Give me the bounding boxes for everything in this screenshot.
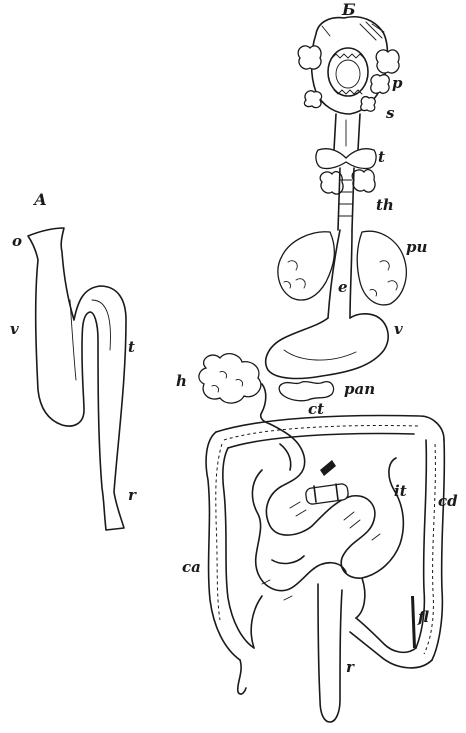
panel-b-label-v: v: [394, 320, 403, 338]
mouth-opening: [327, 47, 369, 97]
panel-b-label-p: p: [392, 74, 403, 92]
panel-a-label-v: v: [10, 320, 19, 338]
small-intestine: [251, 423, 405, 619]
panel-b-label-it: it: [394, 482, 407, 500]
stomach: [264, 313, 389, 380]
panel-b-label-e: e: [338, 278, 348, 296]
head-outline: [310, 16, 389, 115]
colon-ascending: [205, 431, 255, 661]
colon-descending: [415, 439, 446, 661]
caecum: [236, 659, 247, 695]
panel-b-label-pu: pu: [406, 238, 428, 256]
liver: [198, 352, 262, 404]
head-hatching: [321, 21, 385, 41]
panel-a-gut-fold: [69, 299, 111, 381]
panel-b-tract-drawing: [198, 16, 446, 723]
flexure: [349, 617, 433, 669]
panel-b-label-th: th: [376, 196, 394, 214]
trachea: [337, 167, 355, 231]
esophagus-lower: [327, 229, 353, 319]
lungs: [277, 230, 407, 306]
panel-a-gut-drawing: [27, 227, 127, 531]
panel-b-title: Б: [342, 0, 356, 19]
esophagus-upper: [333, 113, 361, 151]
parotid-glands: [297, 45, 400, 94]
panel-a-label-t: t: [128, 338, 135, 356]
teeth-upper: [331, 53, 365, 59]
panel-b-label-t: t: [378, 148, 385, 166]
bile-duct: [259, 383, 271, 425]
panel-a-label-r: r: [128, 486, 136, 504]
panel-b-label-ct: ct: [308, 400, 325, 418]
panel-b-label-r: r: [346, 658, 354, 676]
panel-b-label-cd: cd: [438, 492, 458, 510]
thymus-gland: [319, 168, 376, 195]
colon-transverse: [215, 414, 445, 449]
panel-b-label-h: h: [176, 372, 187, 390]
mouth-inner: [335, 59, 361, 89]
panel-a-title: А: [34, 190, 48, 209]
teeth-lower: [333, 89, 363, 95]
panel-a-label-o: o: [12, 232, 23, 250]
panel-b-label-pan: pan: [344, 380, 376, 398]
panel-b-label-ca: ca: [182, 558, 201, 576]
panel-b-label-fl: fl: [418, 608, 429, 626]
panel-b-label-s: s: [386, 104, 395, 122]
panel-a-gut-outline: [27, 227, 127, 531]
pancreas: [278, 380, 335, 402]
thyroid-gland: [315, 148, 377, 170]
sublingual-glands: [303, 90, 376, 112]
rectum: [317, 583, 343, 723]
